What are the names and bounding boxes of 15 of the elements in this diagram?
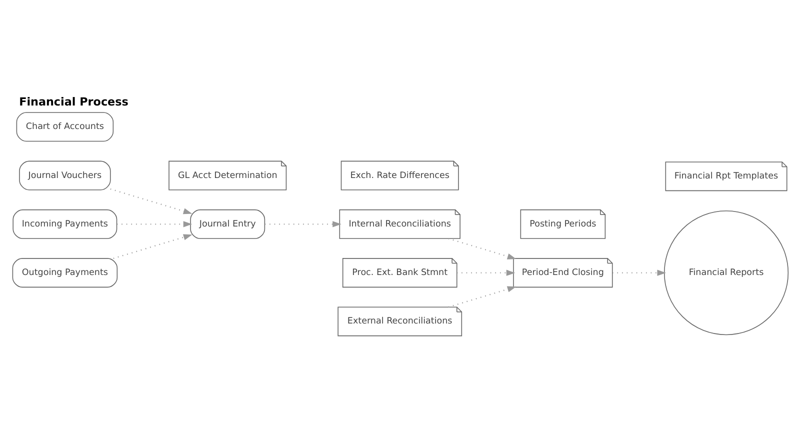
arrow	[264, 221, 342, 228]
diagram-title: Financial Process	[19, 96, 128, 109]
node-box: Chart of Accounts	[16, 112, 114, 142]
arrow	[113, 234, 192, 259]
arrow	[448, 286, 516, 308]
arrow	[116, 221, 192, 228]
node-box: Journal Entry	[190, 209, 266, 239]
arrow	[456, 270, 516, 276]
arrow	[448, 238, 516, 260]
node-box: Incoming Payments	[12, 209, 118, 239]
node-box: Journal Vouchers	[19, 160, 111, 190]
arrow	[110, 188, 192, 214]
node-box: Outgoing Payments	[12, 258, 118, 288]
arrow	[612, 270, 666, 276]
node-circle: Financial Reports	[664, 210, 789, 336]
